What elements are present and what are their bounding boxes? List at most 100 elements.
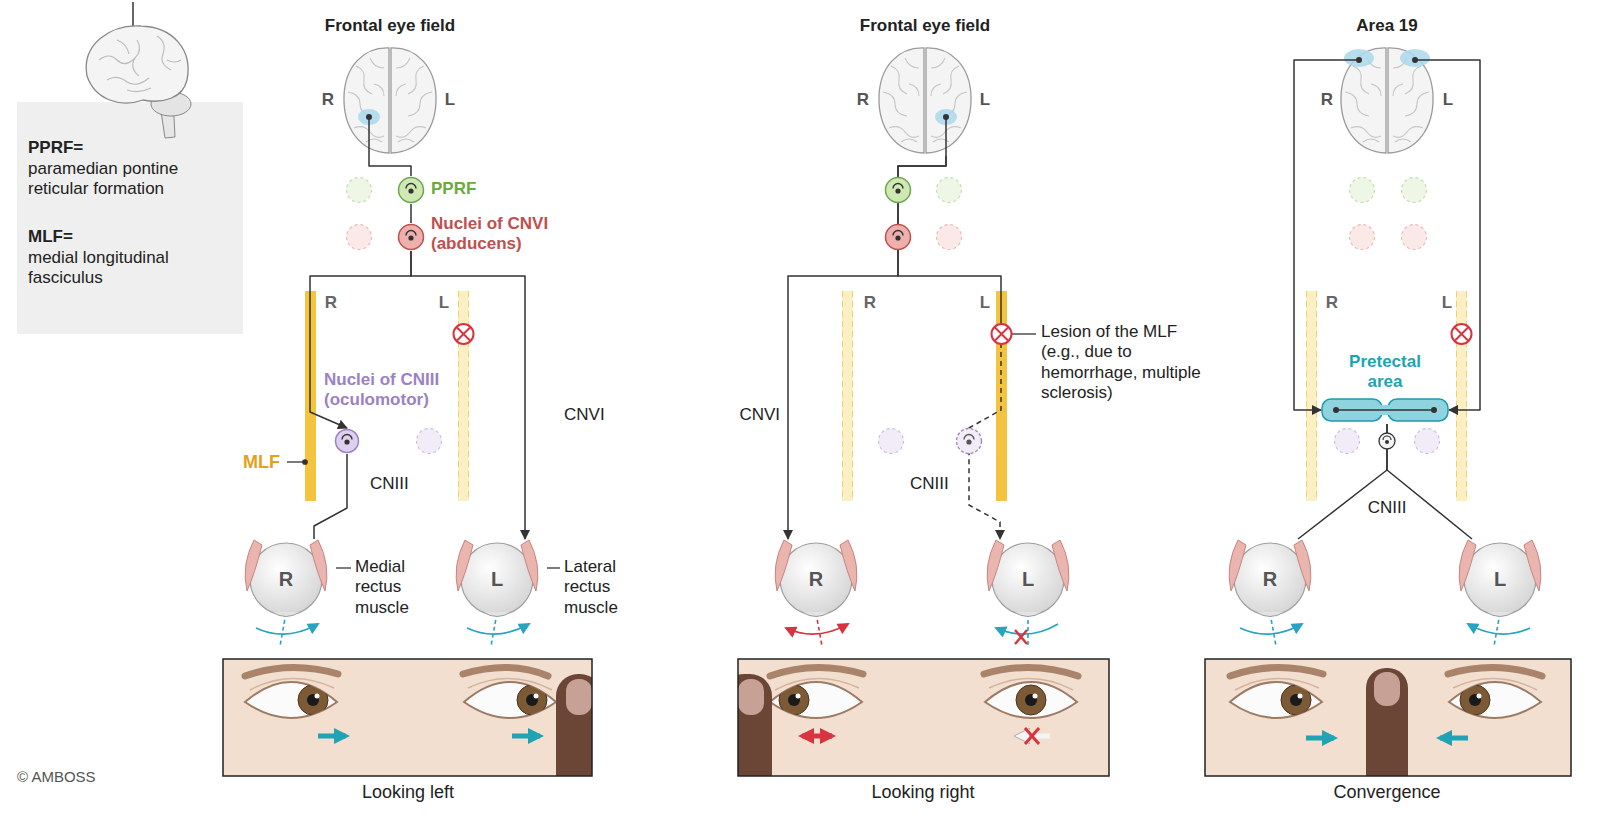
inactive-nucleus: [879, 429, 904, 454]
pprf-nucleus-shape: [399, 178, 424, 203]
brain-cortex-shape: [1337, 59, 1359, 61]
rotation-arrow: [256, 613, 1530, 646]
brain-cortex-shape: [1337, 44, 1437, 156]
eye-photo: [1033, 694, 1038, 699]
rotation-arrow: [1270, 613, 1276, 646]
nucleus-symbol: [964, 435, 974, 440]
rotation-arrow: [467, 624, 529, 634]
eye-photo: [1290, 694, 1302, 706]
nerve-line: [1294, 60, 1337, 410]
node-label: R: [768, 567, 864, 591]
leader-line: [287, 334, 1036, 568]
pretectal-area-shape: [1336, 409, 1434, 410]
inactive-nucleus: [1415, 429, 1440, 454]
eye-photo: [566, 679, 592, 715]
leader-line: [287, 461, 303, 462]
eye-photo: [984, 667, 1078, 676]
lesion-symbol: [1455, 328, 1468, 341]
brain-cortex-shape: [1341, 48, 1433, 153]
eye-photo: [1025, 728, 1039, 744]
nerve-pathway: [369, 156, 411, 176]
inactive-nucleus: [1350, 178, 1375, 203]
eye-photo: [526, 694, 538, 706]
inactive-nucleus: [417, 429, 442, 454]
nucleus-symbol: [966, 439, 971, 444]
nerve-pathway: [1298, 424, 1387, 539]
rotation-arrow: [280, 613, 286, 646]
eye-photo: [245, 667, 338, 676]
eye-globe-shape: [483, 612, 511, 617]
nerve-line: [369, 156, 411, 176]
brain-cortex-shape: [879, 48, 971, 153]
nerve-line: [1437, 60, 1480, 410]
eye-photo: [517, 685, 547, 715]
eye-photo: [1306, 736, 1334, 741]
eye-photo: [1460, 685, 1490, 715]
nerve-pathway: [314, 454, 347, 539]
nucleus-symbol: [886, 225, 911, 250]
abducens-nucleus: Nuclei of CNVI (abducens): [397, 213, 577, 259]
rotation-arrow: [1494, 613, 1500, 646]
eye-photo: [788, 694, 800, 706]
eye-globe-shape: [1256, 612, 1284, 617]
eye-photo: [1025, 728, 1039, 744]
eye-globe-shape: [1459, 540, 1476, 591]
nerve-label: CNVI: [734, 405, 780, 425]
leader-line: [336, 567, 351, 568]
node-label: R: [320, 90, 336, 110]
inactive-nucleus: [1350, 225, 1375, 250]
brain-cortex-shape: [1412, 57, 1418, 63]
inactive-nucleus: [937, 178, 962, 203]
node-label: Area 19: [1297, 16, 1477, 36]
nerve-pathway: [411, 204, 412, 223]
eye-photo: [770, 667, 863, 676]
eye-photo: [1440, 736, 1468, 741]
eye-globe-shape: [521, 540, 538, 591]
nerve-label: CNVI: [564, 405, 614, 425]
eye-globe-shape: [802, 612, 830, 617]
oculomotor-nucleus: Nuclei of CNIII (oculomotor): [322, 368, 468, 455]
eye-photo: [298, 685, 328, 715]
lesion-symbol: [454, 324, 1472, 344]
rotation-arrow: [256, 624, 318, 634]
brain-cortex-shape: [943, 114, 949, 120]
eye-globe-shape: [840, 540, 857, 591]
leader-line: [303, 460, 307, 464]
inactive-nucleus: [347, 178, 1440, 454]
brain-cortex-shape: [945, 117, 947, 156]
node-label: R: [1222, 567, 1318, 591]
eye-photo: [738, 659, 1109, 776]
nerve-pathway: [898, 156, 1001, 539]
eye-photo: [307, 694, 319, 706]
mlf-band: [842, 291, 853, 501]
abducens-nucleus-shape: [397, 223, 425, 251]
eye-photo: [1205, 659, 1571, 776]
eye-photo: [463, 667, 548, 676]
eye-photo: [1448, 667, 1542, 676]
brain-cortex-shape: [1400, 49, 1430, 67]
eye-globe-shape: [1229, 540, 1246, 591]
eye-globe-shape: [1294, 540, 1311, 591]
node-label: MLF=: [28, 227, 223, 247]
eye-photo: [1230, 667, 1323, 676]
eye-globe-shape: [245, 540, 262, 591]
eye-photo: [223, 659, 592, 776]
oculomotor-nucleus-shape: [344, 439, 349, 444]
eye-photo: [517, 685, 547, 715]
eye-globe-shape: [1524, 540, 1541, 591]
eye-photo: [796, 694, 801, 699]
annotation-label: R: [323, 293, 339, 313]
eye-photo: [738, 659, 1109, 776]
pretectal-area: Pretectal area: [1321, 350, 1449, 424]
mlf-band: [305, 291, 1467, 501]
eye-globe: R: [238, 539, 334, 619]
rotation-arrow: [1468, 624, 1530, 634]
nerve-line: [1387, 424, 1472, 539]
eye-photo: [223, 659, 592, 776]
oculomotor-nucleus-shape: [334, 428, 360, 454]
eye-photo: [223, 659, 592, 776]
eye-globe-shape: [1486, 612, 1514, 617]
mlf-band: [1456, 291, 1467, 501]
node-label: Frontal eye field: [835, 16, 1015, 36]
nucleus-symbol: [886, 178, 911, 203]
